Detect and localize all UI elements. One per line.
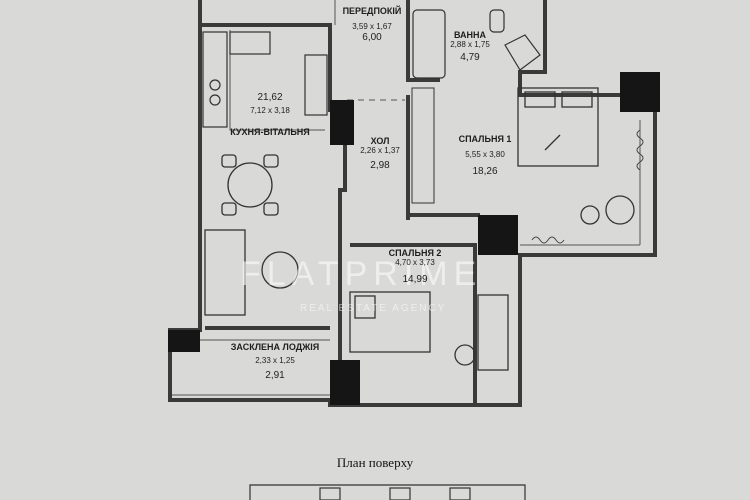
closet	[411, 87, 435, 204]
bath-fixtures	[412, 9, 541, 79]
bed-master	[517, 87, 635, 225]
kitchen-counters	[202, 31, 328, 128]
floor-plan-caption: План поверху	[336, 455, 414, 470]
inner-lines	[170, 0, 641, 396]
floor-overview	[249, 484, 526, 500]
structural-columns	[168, 72, 660, 405]
room-label-bedroom-2: СПАЛЬНЯ 2 4,70 x 3,73 14,99	[388, 248, 442, 285]
room-label-bathroom: ВАННА 2,88 x 1,75 4,79	[450, 30, 490, 63]
curtains	[531, 129, 644, 244]
room-label-hallway: ПЕРЕДПОКІЙ 3,59 x 1,67 6,00	[342, 6, 402, 43]
watermark-brand: FLATPRIME	[240, 255, 483, 293]
dining-table	[221, 154, 279, 216]
bed-second	[349, 291, 509, 371]
room-label-kitchen-living: 21,62 7,12 x 3,18 КУХНЯ-ВІТАЛЬНЯ	[230, 92, 310, 137]
room-label-bedroom-1: СПАЛЬНЯ 1 5,55 x 3,80 18,26	[458, 134, 512, 177]
living-sofa	[204, 229, 299, 316]
watermark-tagline: REAL ESTATE AGENCY	[300, 303, 447, 314]
room-label-loggia: ЗАСКЛЕНА ЛОДЖІЯ 2,33 x 1,25 2,91	[230, 342, 320, 381]
room-label-corridor: ХОЛ 2,26 x 1,37 2,98	[360, 136, 400, 171]
